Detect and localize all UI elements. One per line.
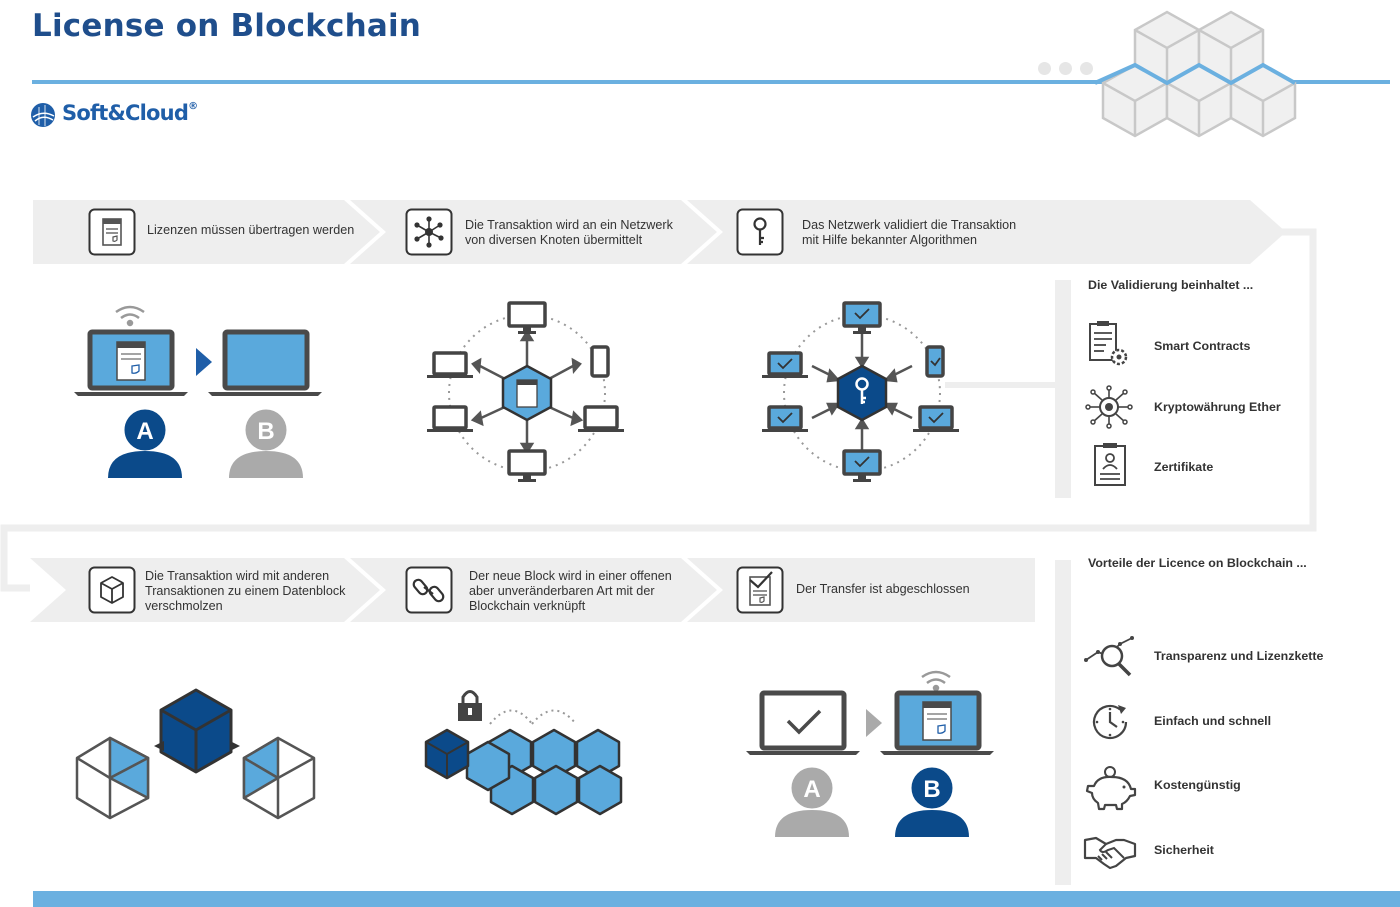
cube-icon (88, 566, 136, 614)
step-6-text: Der Transfer ist abgeschlossen (796, 582, 970, 597)
pagination-dots (1038, 62, 1101, 80)
blockchain-link-illustration (424, 690, 623, 816)
advantages-panel-bar (1055, 560, 1071, 885)
advantage-item-fast: Einfach und schnell (1154, 714, 1272, 728)
blockchain-cubes-decoration (1095, 10, 1297, 138)
step-6-line: Der Transfer ist abgeschlossen (796, 582, 970, 596)
user-a-label: A (803, 776, 820, 803)
step-2-line-2: von diversen Knoten übermittelt (465, 233, 643, 247)
logo-registered-mark: ® (188, 101, 198, 112)
step-1-text: Lizenzen müssen übertragen werden (147, 223, 354, 238)
logo-text: Soft&Cloud® (62, 101, 198, 125)
handshake-icon (1083, 836, 1137, 870)
step-4-line-3: verschmolzen (145, 599, 223, 613)
smart-contract-icon (1089, 321, 1128, 366)
license-transfer-illustration: A B (74, 305, 322, 478)
step-2-line-1: Die Transaktion wird an ein Netzwerk (465, 218, 673, 232)
certificate-icon (1094, 443, 1126, 486)
page-title: License on Blockchain (32, 8, 422, 44)
wifi-icon (115, 305, 145, 327)
network-nodes-icon (405, 208, 453, 256)
transfer-complete-illustration: A B (746, 670, 994, 837)
certificate-check-icon (736, 566, 784, 614)
step-3-line-2: mit Hilfe bekannter Algorithmen (802, 233, 977, 247)
user-a-label: A (136, 418, 153, 445)
step-4-line-1: Die Transaktion wird mit anderen (145, 569, 330, 583)
magnifier-chart-icon (1084, 636, 1134, 677)
advantage-item-transparency: Transparenz und Lizenzkette (1154, 649, 1324, 663)
validation-item-smart-contracts: Smart Contracts (1154, 339, 1251, 353)
header-line (32, 80, 1390, 84)
step-5-line-3: Blockchain verknüpft (469, 599, 586, 613)
step-4-line-2: Transaktionen zu einem Datenblock (145, 584, 346, 598)
soft-cloud-logo-icon (31, 103, 55, 127)
wifi-icon (921, 670, 951, 692)
network-validation-illustration (762, 301, 959, 482)
step-5-line-1: Der neue Block wird in einer offenen (469, 569, 672, 583)
data-block-illustration (75, 688, 316, 820)
user-b-label: B (257, 418, 274, 445)
user-b-label: B (923, 776, 940, 803)
validation-item-certificates: Zertifikate (1154, 460, 1214, 474)
padlock-icon (458, 690, 482, 721)
piggy-bank-icon (1085, 766, 1137, 811)
advantages-title: Vorteile der Licence on Blockchain ... (1088, 556, 1307, 570)
license-document-icon (88, 208, 136, 256)
validation-item-crypto: Kryptowährung Ether (1154, 400, 1281, 414)
network-broadcast-illustration (427, 301, 624, 482)
step-5-line-2: aber unveränderbaren Art mit der (469, 584, 655, 598)
footer-bar (33, 891, 1400, 907)
key-icon (736, 208, 784, 256)
validation-panel-bar (1055, 280, 1071, 498)
step-1-line: Lizenzen müssen übertragen werden (147, 223, 355, 237)
clock-icon (1092, 704, 1128, 740)
cryptocurrency-icon (1085, 385, 1133, 429)
chain-link-icon (405, 566, 453, 614)
validation-title: Die Validierung beinhaltet ... (1088, 278, 1254, 292)
advantage-item-security: Sicherheit (1154, 843, 1214, 857)
step-3-line-1: Das Netzwerk validiert die Transaktion (802, 218, 1017, 232)
logo-name: Soft&Cloud (62, 101, 189, 125)
advantage-item-cost: Kostengünstig (1154, 778, 1241, 792)
